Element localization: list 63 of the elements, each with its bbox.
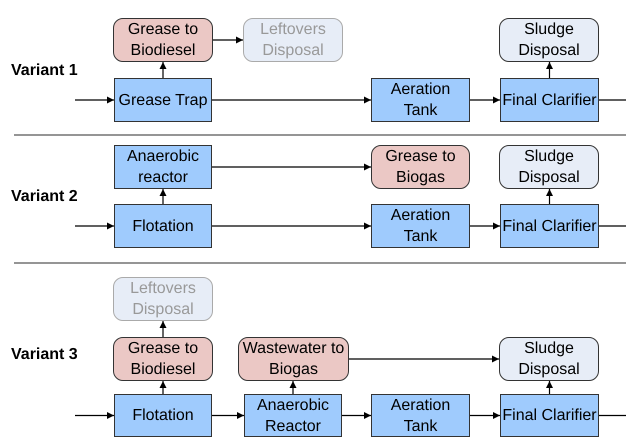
process-box (371, 394, 470, 437)
box-label: Grease Trap (118, 90, 208, 110)
process-box (114, 78, 212, 122)
arrow (289, 381, 297, 394)
process-box (500, 204, 599, 248)
process-box (500, 78, 599, 122)
box-label: Flotation (132, 216, 194, 236)
process-box (114, 204, 212, 248)
disposal-box (499, 337, 599, 381)
box-label: Final Clarifier (502, 216, 597, 236)
arrow (546, 189, 554, 204)
arrow (159, 189, 167, 204)
box-label: Leftovers Disposal (259, 20, 327, 61)
box-label: Anaerobic reactor (126, 147, 200, 188)
box-label: Aeration Tank (390, 80, 452, 121)
variant-label: Variant 3 (11, 346, 78, 364)
arrow (75, 96, 114, 104)
arrow (546, 62, 554, 78)
disposal-box (499, 145, 599, 189)
arrow (212, 412, 244, 420)
box-label: Sludge Disposal (517, 20, 581, 61)
arrow (159, 381, 167, 394)
box-label: Grease to Biodiesel (126, 339, 200, 380)
product-box (113, 18, 213, 62)
variant-label: Variant 2 (11, 188, 78, 206)
arrow (470, 222, 500, 230)
disposal-box (113, 277, 213, 321)
arrow (342, 412, 371, 420)
process-box (371, 204, 470, 248)
arrow (159, 321, 167, 337)
arrow (470, 96, 500, 104)
product-box (371, 145, 470, 189)
arrow (349, 355, 499, 363)
arrow (212, 222, 371, 230)
box-label: Sludge Disposal (517, 147, 581, 188)
box-label: Sludge Disposal (517, 339, 581, 380)
box-label: Flotation (132, 406, 194, 426)
process-box (114, 145, 212, 189)
box-label: Aeration Tank (390, 206, 452, 247)
process-box (371, 78, 470, 122)
box-label: Final Clarifier (502, 90, 597, 110)
process-box (114, 394, 212, 437)
arrow (470, 412, 500, 420)
process-box (244, 394, 342, 437)
arrow (546, 381, 554, 394)
process-box (500, 394, 599, 437)
arrow (213, 36, 243, 44)
disposal-box (243, 18, 343, 62)
disposal-box (499, 18, 599, 62)
arrow (212, 96, 371, 104)
box-label: Anaerobic Reactor (256, 396, 330, 436)
arrow (75, 222, 114, 230)
box-label: Grease to Biodiesel (126, 20, 200, 61)
product-box (113, 337, 213, 381)
box-label: Final Clarifier (502, 406, 597, 426)
box-label: Leftovers Disposal (129, 279, 197, 320)
box-label: Aeration Tank (390, 396, 452, 436)
variant-label: Variant 1 (11, 62, 78, 80)
box-label: Grease to Biogas (384, 147, 457, 188)
arrow (212, 163, 371, 171)
arrow (75, 412, 114, 420)
box-label: Wastewater to Biogas (242, 339, 346, 380)
arrow (159, 62, 167, 78)
